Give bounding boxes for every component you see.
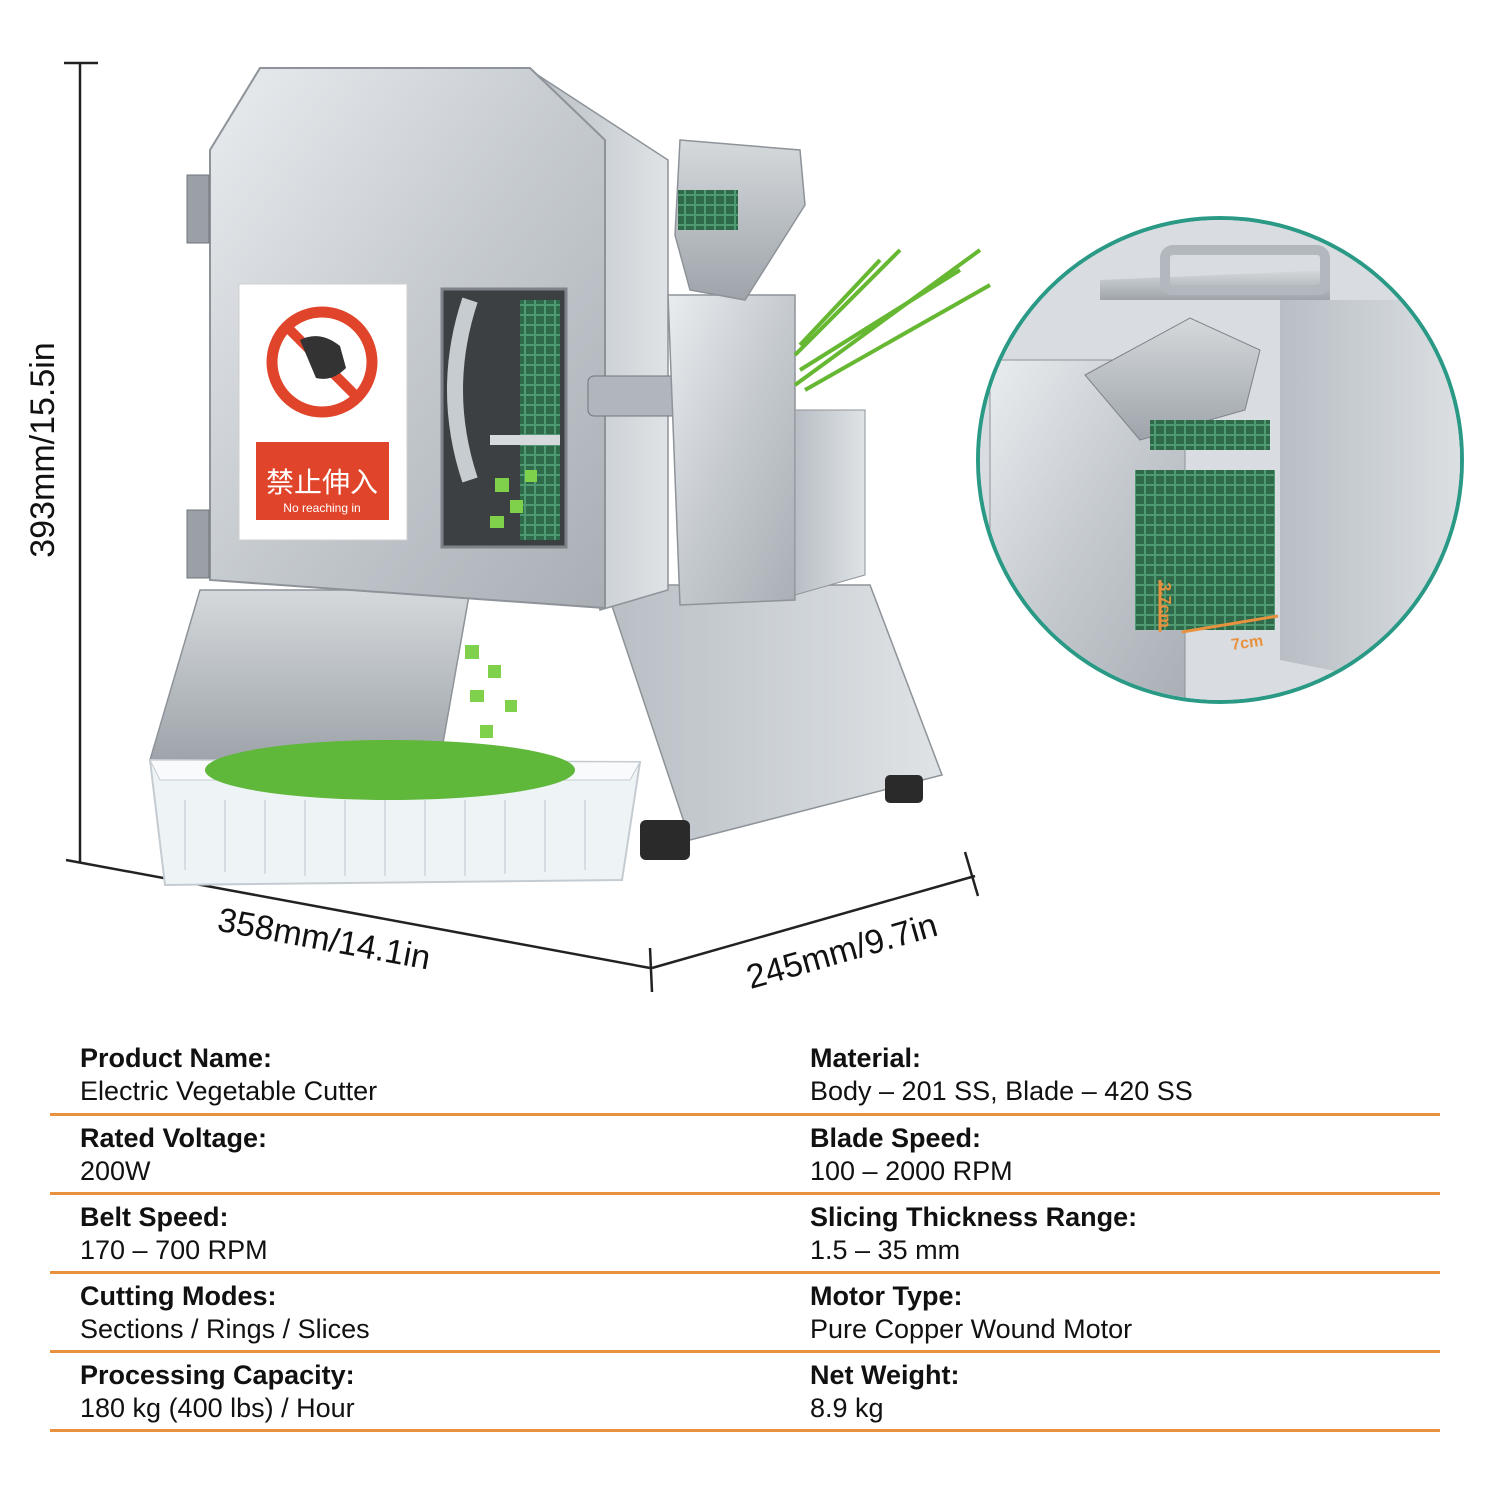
product-illustration: 393mm/15.5in 358mm/14.1in 245mm/9.7in 禁止…	[24, 61, 1464, 997]
warning-sign-english: No reaching in	[283, 501, 360, 515]
spec-label-motor-type: Motor Type:	[810, 1281, 963, 1311]
hand-icon	[300, 336, 346, 379]
spec-label-processing-capacity: Processing Capacity:	[80, 1360, 355, 1390]
spec-cell: Blade Speed: 100 – 2000 RPM	[810, 1122, 1013, 1188]
spec-value-belt-speed: 170 – 700 RPM	[80, 1235, 268, 1265]
warning-sign-chinese: 禁止伸入	[266, 467, 378, 498]
spec-label-net-weight: Net Weight:	[810, 1360, 960, 1390]
height-dimension-label: 393mm/15.5in	[24, 342, 62, 557]
belt-height-label: 3.7cm	[1156, 582, 1173, 627]
spec-value-motor-type: Pure Copper Wound Motor	[810, 1314, 1133, 1344]
spec-value-cutting-modes: Sections / Rings / Slices	[80, 1314, 370, 1344]
width-dimension-label: 358mm/14.1in	[215, 901, 434, 978]
spec-cell: Net Weight: 8.9 kg	[810, 1359, 960, 1425]
spec-cell: Slicing Thickness Range: 1.5 – 35 mm	[810, 1201, 1137, 1267]
spec-row: Cutting Modes: Sections / Rings / Slices…	[50, 1274, 1440, 1353]
vegetable-cutter-machine: 禁止伸入 No reaching in	[148, 67, 991, 887]
no-reaching-warning-sign: 禁止伸入 No reaching in	[238, 283, 408, 541]
spec-row: Processing Capacity: 180 kg (400 lbs) / …	[50, 1353, 1440, 1432]
spec-cell: Belt Speed: 170 – 700 RPM	[80, 1201, 268, 1267]
depth-dimension-label: 245mm/9.7in	[742, 906, 941, 997]
spec-label-product-name: Product Name:	[80, 1043, 273, 1073]
belt-width-label: 7cm	[1230, 633, 1264, 654]
spec-cell: Product Name: Electric Vegetable Cutter	[80, 1042, 377, 1108]
depth-dimension-line	[651, 851, 980, 970]
spec-label-belt-speed: Belt Speed:	[80, 1202, 229, 1232]
spec-value-processing-capacity: 180 kg (400 lbs) / Hour	[80, 1393, 355, 1423]
spec-cell: Processing Capacity: 180 kg (400 lbs) / …	[80, 1359, 355, 1425]
spec-value-slicing-thickness: 1.5 – 35 mm	[810, 1235, 961, 1265]
specifications-table: Product Name: Electric Vegetable Cutter …	[50, 1036, 1440, 1432]
collection-tray	[148, 740, 642, 887]
height-dimension-line	[64, 61, 98, 862]
spec-value-material: Body – 201 SS, Blade – 420 SS	[810, 1076, 1193, 1106]
spec-label-rated-voltage: Rated Voltage:	[80, 1123, 268, 1153]
spec-cell: Rated Voltage: 200W	[80, 1122, 267, 1188]
spec-label-cutting-modes: Cutting Modes:	[80, 1281, 277, 1311]
spec-row: Rated Voltage: 200W Blade Speed: 100 – 2…	[50, 1116, 1440, 1195]
spec-value-net-weight: 8.9 kg	[810, 1393, 884, 1423]
spec-value-product-name: Electric Vegetable Cutter	[80, 1076, 378, 1106]
spec-row: Belt Speed: 170 – 700 RPM Slicing Thickn…	[50, 1195, 1440, 1274]
spec-value-rated-voltage: 200W	[80, 1156, 151, 1186]
green-onion-stalks	[793, 248, 991, 392]
spec-value-blade-speed: 100 – 2000 RPM	[810, 1156, 1013, 1186]
spec-label-slicing-thickness: Slicing Thickness Range:	[810, 1202, 1138, 1232]
spec-label-material: Material:	[810, 1043, 922, 1073]
belt-detail-inset: 7cm 3.7cm	[976, 216, 1464, 704]
spec-label-blade-speed: Blade Speed:	[810, 1123, 982, 1153]
spec-row: Product Name: Electric Vegetable Cutter …	[50, 1036, 1440, 1116]
spec-cell: Cutting Modes: Sections / Rings / Slices	[80, 1280, 370, 1346]
spec-cell: Motor Type: Pure Copper Wound Motor	[810, 1280, 1132, 1346]
viewing-window	[440, 287, 568, 549]
spec-cell: Material: Body – 201 SS, Blade – 420 SS	[810, 1042, 1193, 1108]
